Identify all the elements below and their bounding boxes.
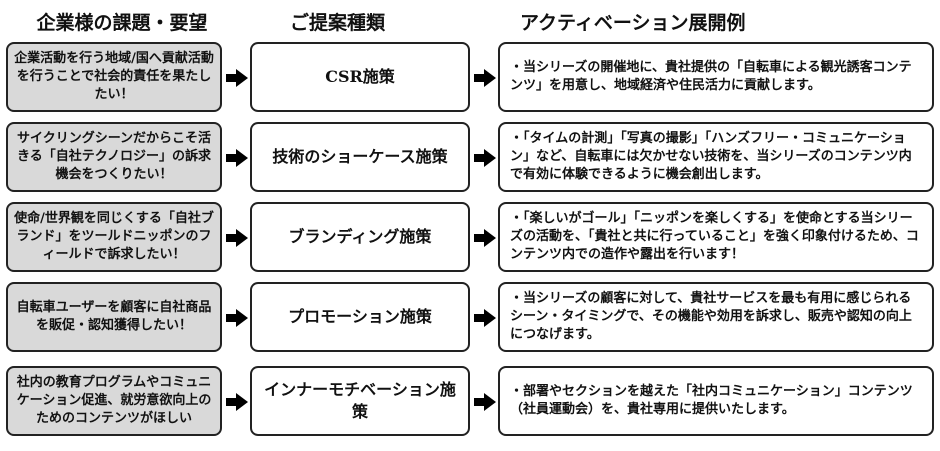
flow-row-promotion: 自転車ユーザーを顧客に自社商品を販促・認知獲得したい！ プロモーション施策 ・当… — [0, 282, 940, 356]
arrow-right-icon — [226, 149, 248, 167]
header-challenges: 企業様の課題・要望 — [36, 12, 208, 34]
flow-row-branding: 使命/世界観を同じくする「自社ブランド」をツールドニッポンのフィールドで訴求した… — [0, 202, 940, 276]
example-text: ・「楽しいがゴール」「ニッポンを楽しくする」を使命とする当シリーズの活動を、「貴… — [510, 211, 919, 262]
proposal-box: ブランディング施策 — [250, 202, 470, 272]
challenge-text: サイクリングシーンだからこそ活きる「自社テクノロジー」の訴求機会をつくりたい！ — [16, 131, 212, 182]
example-box: ・当シリーズの顧客に対して、貴社サービスを最も有用に感じられるシーン・タイミング… — [498, 282, 934, 352]
arrow-right-icon — [226, 309, 248, 327]
proposal-text: ブランディング施策 — [288, 227, 432, 246]
arrow-right-icon — [474, 309, 496, 327]
flow-row-csr: 企業活動を行う地域/国へ貢献活動を行うことで社会的責任を果たしたい！ CSR施策… — [0, 42, 940, 116]
flow-row-tech-showcase: サイクリングシーンだからこそ活きる「自社テクノロジー」の訴求機会をつくりたい！ … — [0, 122, 940, 196]
proposal-text: CSR施策 — [325, 67, 395, 86]
proposal-box: 技術のショーケース施策 — [250, 122, 470, 192]
example-text: ・当シリーズの開催地に、貴社提供の「自転車による観光誘客コンテンツ」を用意し、地… — [510, 60, 912, 93]
arrow-right-icon — [474, 149, 496, 167]
example-box: ・部署やセクションを越えた「社内コミュニケーション」コンテンツ（社員運動会）を、… — [498, 366, 934, 436]
proposal-box: インナーモチベーション施策 — [250, 366, 470, 436]
example-text: ・部署やセクションを越えた「社内コミュニケーション」コンテンツ（社員運動会）を、… — [510, 384, 913, 417]
proposal-text: プロモーション施策 — [288, 307, 432, 326]
header-proposal-types: ご提案種類 — [290, 12, 386, 34]
proposal-box: プロモーション施策 — [250, 282, 470, 352]
challenge-box: サイクリングシーンだからこそ活きる「自社テクノロジー」の訴求機会をつくりたい！ — [6, 122, 222, 192]
challenge-text: 使命/世界観を同じくする「自社ブランド」をツールドニッポンのフィールドで訴求した… — [14, 211, 214, 262]
arrow-right-icon — [474, 229, 496, 247]
proposal-text: インナーモチベーション施策 — [264, 380, 456, 421]
arrow-right-icon — [226, 229, 248, 247]
proposal-text: 技術のショーケース施策 — [272, 147, 448, 166]
example-box: ・「楽しいがゴール」「ニッポンを楽しくする」を使命とする当シリーズの活動を、「貴… — [498, 202, 934, 272]
challenge-box: 企業活動を行う地域/国へ貢献活動を行うことで社会的責任を果たしたい！ — [6, 42, 222, 112]
arrow-right-icon — [474, 69, 496, 87]
flow-row-inner-motivation: 社内の教育プログラムやコミュニケーション促進、就労意欲向上のためのコンテンツがほ… — [0, 366, 940, 440]
challenge-text: 企業活動を行う地域/国へ貢献活動を行うことで社会的責任を果たしたい！ — [14, 51, 214, 102]
challenge-text: 社内の教育プログラムやコミュニケーション促進、就労意欲向上のためのコンテンツがほ… — [16, 375, 212, 426]
header-activation-examples: アクティベーション展開例 — [520, 12, 746, 34]
arrow-right-icon — [226, 393, 248, 411]
challenge-box: 社内の教育プログラムやコミュニケーション促進、就労意欲向上のためのコンテンツがほ… — [6, 366, 222, 436]
example-box: ・当シリーズの開催地に、貴社提供の「自転車による観光誘客コンテンツ」を用意し、地… — [498, 42, 934, 112]
example-text: ・当シリーズの顧客に対して、貴社サービスを最も有用に感じられるシーン・タイミング… — [510, 291, 912, 342]
example-text: ・「タイムの計測」「写真の撮影」「ハンズフリー・コミュニケーション」など、自転車… — [510, 131, 912, 182]
challenge-box: 自転車ユーザーを顧客に自社商品を販促・認知獲得したい！ — [6, 282, 222, 352]
arrow-right-icon — [474, 393, 496, 411]
challenge-box: 使命/世界観を同じくする「自社ブランド」をツールドニッポンのフィールドで訴求した… — [6, 202, 222, 272]
proposal-box: CSR施策 — [250, 42, 470, 112]
challenge-text: 自転車ユーザーを顧客に自社商品を販促・認知獲得したい！ — [16, 300, 212, 333]
arrow-right-icon — [226, 69, 248, 87]
example-box: ・「タイムの計測」「写真の撮影」「ハンズフリー・コミュニケーション」など、自転車… — [498, 122, 934, 192]
